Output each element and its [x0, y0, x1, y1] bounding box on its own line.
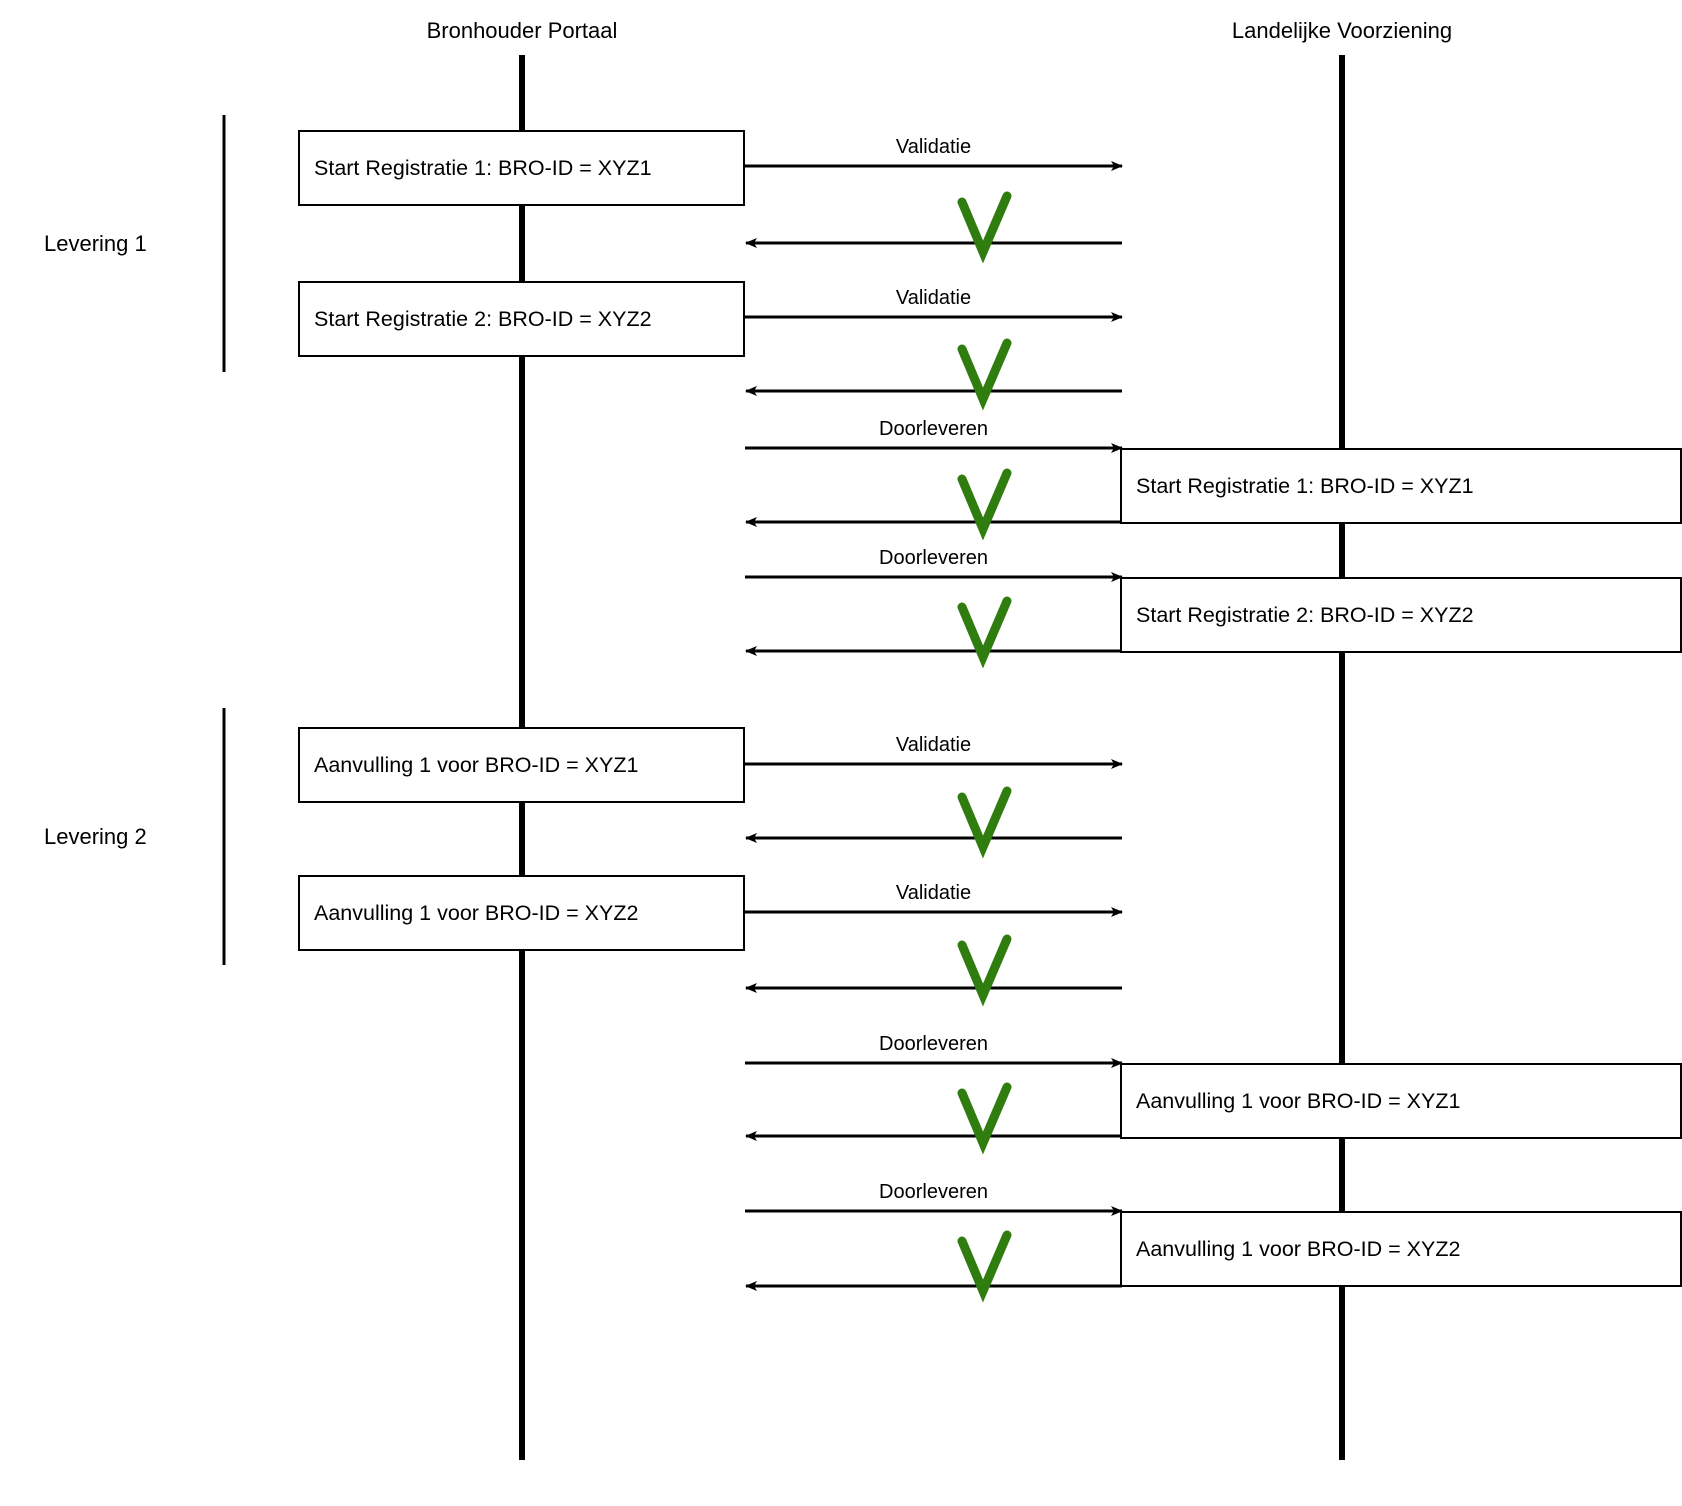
message-box-label: Aanvulling 1 voor BRO-ID = XYZ1: [1136, 1088, 1461, 1113]
message-box-label: Aanvulling 1 voor BRO-ID = XYZ2: [1136, 1236, 1461, 1261]
message-box-box-left-3[interactable]: Aanvulling 1 voor BRO-ID = XYZ1: [298, 727, 745, 803]
message-box-label: Start Registratie 2: BRO-ID = XYZ2: [1136, 602, 1474, 627]
validation-check-icon: [957, 1082, 1012, 1155]
message-box-label: Start Registratie 1: BRO-ID = XYZ1: [314, 155, 652, 180]
message-box-box-left-2[interactable]: Start Registratie 2: BRO-ID = XYZ2: [298, 281, 745, 357]
message-label-m11: Validatie: [895, 882, 972, 904]
message-box-box-right-3[interactable]: Aanvulling 1 voor BRO-ID = XYZ1: [1120, 1063, 1682, 1139]
message-label-m7: Doorleveren: [879, 547, 988, 569]
message-box-box-right-4[interactable]: Aanvulling 1 voor BRO-ID = XYZ2: [1120, 1211, 1682, 1287]
message-label-m3: Validatie: [895, 287, 972, 309]
validation-check-icon: [957, 191, 1012, 264]
lifeline-header-landelijke: Landelijke Voorziening: [1231, 18, 1453, 43]
validation-check-icon: [957, 786, 1012, 859]
message-arrows-group: [745, 161, 1123, 1291]
message-label-m1: Validatie: [895, 136, 972, 158]
message-label-m9: Validatie: [895, 734, 972, 756]
message-box-box-right-2[interactable]: Start Registratie 2: BRO-ID = XYZ2: [1120, 577, 1682, 653]
validation-check-icon: [957, 1230, 1012, 1303]
message-box-box-right-1[interactable]: Start Registratie 1: BRO-ID = XYZ1: [1120, 448, 1682, 524]
phase-label-levering-1: Levering 1: [44, 230, 147, 256]
message-label-m13: Doorleveren: [879, 1033, 988, 1055]
validation-checkmarks-group: [957, 191, 1012, 1303]
validation-check-icon: [957, 596, 1012, 669]
validation-check-icon: [957, 934, 1012, 1007]
phase-label-levering-2: Levering 2: [44, 823, 147, 849]
message-box-label: Aanvulling 1 voor BRO-ID = XYZ1: [314, 752, 639, 777]
message-box-box-left-4[interactable]: Aanvulling 1 voor BRO-ID = XYZ2: [298, 875, 745, 951]
message-box-label: Aanvulling 1 voor BRO-ID = XYZ2: [314, 900, 639, 925]
message-label-m5: Doorleveren: [879, 418, 988, 440]
lifeline-header-bronhouder: Bronhouder Portaal: [426, 18, 618, 43]
message-box-label: Start Registratie 2: BRO-ID = XYZ2: [314, 306, 652, 331]
message-box-label: Start Registratie 1: BRO-ID = XYZ1: [1136, 473, 1474, 498]
message-label-m15: Doorleveren: [879, 1181, 988, 1203]
validation-check-icon: [957, 338, 1012, 411]
message-box-box-left-1[interactable]: Start Registratie 1: BRO-ID = XYZ1: [298, 130, 745, 206]
validation-check-icon: [957, 468, 1012, 541]
